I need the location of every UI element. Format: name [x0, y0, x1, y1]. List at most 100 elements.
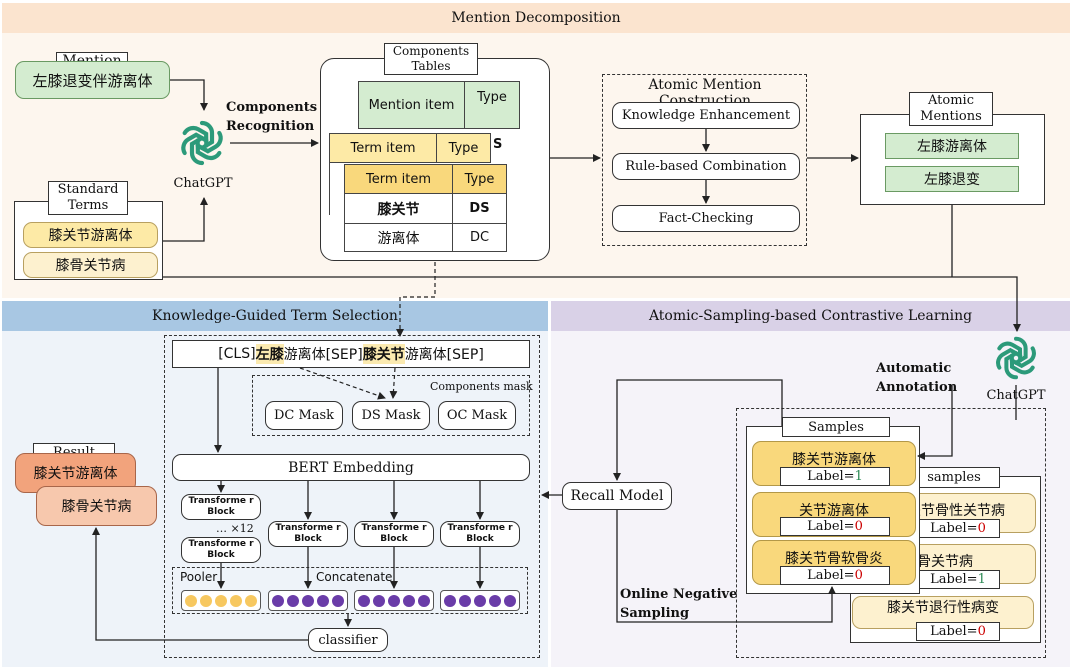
sample-back-label: Label=0	[916, 519, 1000, 538]
chatgpt-label: ChatGPT	[173, 176, 233, 191]
term-table-back-edge	[329, 163, 330, 215]
vector-dot	[287, 595, 299, 607]
label-key: Label=	[807, 469, 855, 484]
vector-dot	[504, 595, 516, 607]
vector-dot	[332, 595, 344, 607]
repeat-mark: … ×12	[216, 522, 254, 535]
vector-dot	[215, 595, 227, 607]
chatgpt-icon	[176, 117, 228, 169]
vector-dot	[245, 595, 257, 607]
label-key: Label=	[807, 519, 855, 534]
sample-label: Label=0	[780, 517, 890, 536]
result-item: 膝骨关节病	[36, 486, 157, 526]
label-key: Label=	[930, 572, 978, 587]
components-tables-title: Components Tables	[384, 43, 478, 75]
vector-dot	[317, 595, 329, 607]
label-value: 0	[854, 519, 863, 534]
sample-back-text: 关节骨性关节病	[907, 503, 1005, 519]
automatic-annotation-label: Automatic Annotation	[876, 361, 958, 395]
label-value: 0	[854, 568, 863, 583]
section-title-left: Knowledge-Guided Term Selection	[2, 301, 548, 331]
atomic-mention-item: 左膝游离体	[885, 133, 1019, 159]
ds-vector	[354, 590, 434, 611]
vector-dot	[272, 595, 284, 607]
ds-mask: DS Mask	[352, 401, 430, 430]
vector-dot	[403, 595, 415, 607]
sample-label: Label=0	[780, 566, 890, 585]
section-title-right: Atomic-Sampling-based Contrastive Learni…	[551, 301, 1070, 331]
sample-text: 膝关节游离体	[792, 452, 876, 468]
atomic-mentions-title: Atomic Mentions	[909, 92, 993, 126]
pooler-vector	[181, 590, 261, 611]
vector-dot	[418, 595, 430, 607]
oc-vector	[440, 590, 520, 611]
seq-cls: [CLS]	[218, 346, 256, 362]
sample-label: Label=1	[780, 467, 890, 486]
label-value: 1	[977, 572, 986, 587]
input-sequence: [CLS]左膝游离体[SEP]膝关节游离体[SEP]	[172, 340, 530, 368]
transformer-block: Transforme r Block	[354, 521, 434, 547]
mention-value: 左膝退变伴游离体	[15, 61, 170, 99]
sample-back-label: Label=1	[916, 570, 1000, 589]
vector-dot	[185, 595, 197, 607]
term-table-cell: DS	[452, 193, 507, 224]
samples-title: Samples	[782, 417, 890, 437]
label-key: Label=	[930, 521, 978, 536]
standard-terms-title: Standard Terms	[48, 181, 128, 215]
transformer-block: Transforme r Block	[268, 521, 348, 547]
atomic-construction-container	[602, 74, 807, 246]
label-key: Label=	[930, 624, 978, 639]
construction-step: Knowledge Enhancement	[612, 102, 800, 129]
term-table-back-header: Type	[436, 133, 491, 163]
transformer-block: Transforme r Block	[181, 494, 261, 520]
samples-back-title: samples	[908, 467, 1000, 488]
label-key: Label=	[807, 568, 855, 583]
term-table-header: Term item	[344, 164, 453, 194]
sample-text: 膝关节骨软骨炎	[785, 551, 883, 567]
vector-dot	[230, 595, 242, 607]
pooler-concat-container	[172, 567, 528, 614]
seq-term-rest: 游离体[SEP]	[404, 347, 484, 363]
vector-dot	[373, 595, 385, 607]
sample-back-label: Label=0	[916, 622, 1000, 641]
oc-mask: OC Mask	[438, 401, 516, 430]
sample-back-text: 膝关节退行性病变	[887, 600, 999, 616]
standard-term-item: 膝关节游离体	[23, 222, 158, 248]
components-mask-title: Components mask	[430, 380, 533, 393]
vector-dot	[302, 595, 314, 607]
recall-model: Recall Model	[562, 482, 672, 510]
standard-term-item: 膝骨关节病	[23, 252, 158, 278]
dc-vector	[268, 590, 348, 611]
construction-step: Fact-Checking	[612, 205, 800, 232]
term-table-header: Type	[452, 164, 507, 194]
online-negative-sampling-label: Online Negative Sampling	[620, 587, 738, 621]
bert-embedding: BERT Embedding	[172, 454, 530, 481]
seq-term-highlight: 膝关节	[362, 344, 405, 364]
vector-dot	[489, 595, 501, 607]
dc-mask: DC Mask	[265, 401, 343, 430]
components-mask-container	[252, 375, 530, 436]
term-table-cell: 游离体	[344, 223, 453, 252]
classifier: classifier	[308, 628, 388, 652]
mention-table-header: Type	[464, 81, 520, 129]
mention-table-peek: S	[493, 137, 503, 152]
components-recognition-label: Components Recognition	[226, 100, 318, 134]
transformer-block: Transforme r Block	[440, 521, 520, 547]
construction-step: Rule-based Combination	[612, 153, 800, 180]
label-value: 0	[977, 521, 986, 536]
vector-dot	[358, 595, 370, 607]
samples-dashed-container	[736, 408, 1046, 658]
term-table-back-header: Term item	[329, 133, 437, 163]
vector-dot	[388, 595, 400, 607]
chatgpt-icon	[991, 333, 1041, 383]
seq-mention-highlight: 左膝	[255, 344, 284, 364]
vector-dot	[459, 595, 471, 607]
vector-dot	[474, 595, 486, 607]
vector-dot	[200, 595, 212, 607]
label-value: 0	[977, 624, 986, 639]
term-table-cell: 膝关节	[344, 193, 453, 224]
concatenate-label: Concatenate	[316, 570, 393, 584]
sample-text: 关节游离体	[799, 503, 869, 519]
transformer-block: Transforme r Block	[181, 537, 261, 563]
